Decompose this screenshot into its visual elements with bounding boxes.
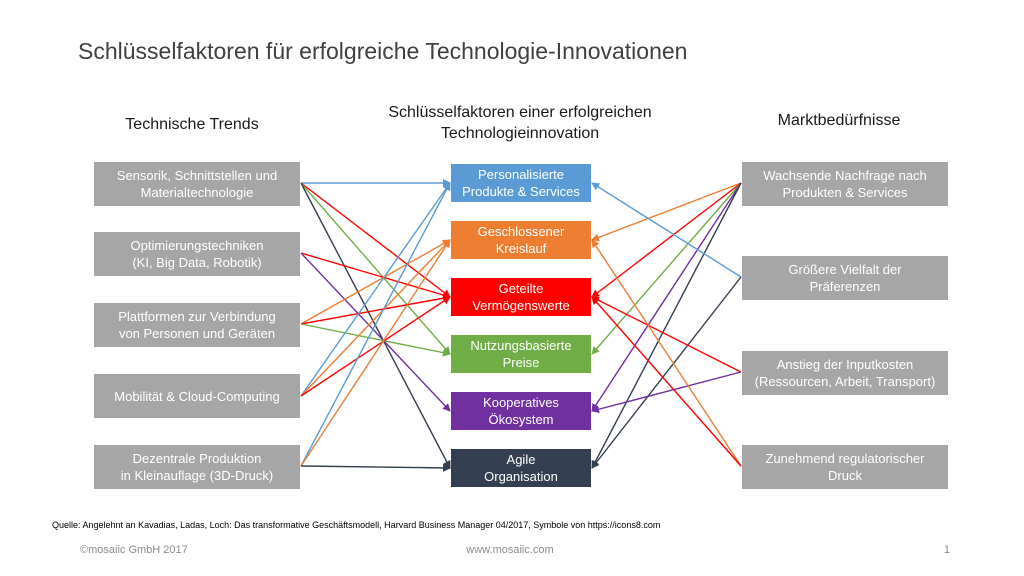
slide-title: Schlüsselfaktoren für erfolgreiche Techn… — [78, 38, 688, 64]
need-box-inputkosten: Anstieg der Inputkosten (Ressourcen, Arb… — [742, 351, 948, 395]
box-line: Anstieg der Inputkosten — [776, 357, 914, 372]
arrow-trend-4-to-factor-5 — [300, 463, 451, 472]
box-line: Materialtechnologie — [140, 185, 254, 200]
arrow-need-2-to-factor-2 — [591, 296, 742, 373]
header-key-factors: Schlüsselfaktoren einer erfolgreichen Te… — [360, 102, 680, 144]
box-line: Organisation — [484, 469, 558, 484]
arrow-need-0-to-factor-3 — [591, 182, 742, 355]
box-line: Produkten & Services — [782, 185, 908, 200]
arrow-need-0-to-factor-5 — [591, 182, 742, 469]
footer-copyright: ©mosaiic GmbH 2017 — [80, 544, 188, 556]
arrow-need-0-to-factor-4 — [591, 182, 742, 412]
arrow-trend-2-to-factor-1 — [300, 239, 451, 325]
box-line: Vermögenswerte — [472, 298, 570, 313]
arrow-trend-0-to-factor-3 — [300, 182, 451, 355]
box-line: Produkte & Services — [462, 184, 580, 199]
header-key-factors-line: Technologieinnovation — [440, 125, 600, 142]
arrow-trend-1-to-factor-2 — [300, 252, 451, 299]
box-line: Mobilität & Cloud-Computing — [114, 388, 280, 404]
trend-box-sensorik: Sensorik, Schnittstellen und Materialtec… — [94, 162, 300, 206]
box-line: Zunehmend regulatorischer — [765, 451, 925, 466]
arrow-trend-2-to-factor-2 — [300, 294, 451, 325]
need-box-groessere-vielfalt: Größere Vielfalt der Präferenzen — [742, 256, 948, 300]
factor-box-geschlossener-kreislauf: Geschlossener Kreislauf — [451, 221, 591, 259]
box-line: Ökosystem — [488, 412, 554, 427]
box-line: Kooperatives — [483, 395, 559, 410]
arrow-trend-0-to-factor-2 — [300, 182, 451, 298]
box-line: Größere Vielfalt der — [788, 262, 902, 277]
need-box-regulatorischer-druck: Zunehmend regulatorischer Druck — [742, 445, 948, 489]
box-line: Kreislauf — [495, 241, 547, 256]
box-line: Agile — [506, 452, 536, 467]
factor-box-agile-organisation: Agile Organisation — [451, 449, 591, 487]
footer-page-number: 1 — [943, 544, 950, 556]
factor-box-kooperatives-oekosystem: Kooperatives Ökosystem — [451, 392, 591, 430]
box-line: (Ressourcen, Arbeit, Transport) — [754, 374, 936, 389]
box-line: (KI, Big Data, Robotik) — [132, 255, 262, 270]
arrow-need-1-to-factor-0 — [591, 182, 742, 278]
arrow-need-0-to-factor-2 — [591, 182, 742, 298]
box-line: Dezentrale Produktion — [132, 451, 262, 466]
need-box-wachsende-nachfrage: Wachsende Nachfrage nach Produkten & Ser… — [742, 162, 948, 206]
factor-box-personalisierte-produkte: Personalisierte Produkte & Services — [451, 164, 591, 202]
trend-box-plattformen: Plattformen zur Verbindung von Personen … — [94, 303, 300, 347]
box-line: Nutzungsbasierte — [470, 338, 572, 353]
arrow-trend-4-to-factor-1 — [300, 239, 451, 467]
box-line: Optimierungstechniken — [130, 238, 264, 253]
box-line: Druck — [828, 468, 862, 483]
header-technical-trends: Technische Trends — [125, 116, 259, 133]
arrow-need-3-to-factor-2 — [591, 296, 742, 467]
box-line: Wachsende Nachfrage nach — [763, 168, 927, 183]
arrow-need-3-to-factor-1 — [591, 239, 742, 467]
footer-website: www.mosaiic.com — [466, 544, 554, 556]
arrow-trend-2-to-factor-3 — [300, 323, 451, 357]
arrow-trend-3-to-factor-0 — [300, 182, 451, 397]
box-line: Preise — [502, 355, 540, 370]
box-line: Präferenzen — [809, 279, 881, 294]
trend-box-mobilitaet: Mobilität & Cloud-Computing — [94, 374, 300, 418]
header-key-factors-line: Schlüsselfaktoren einer erfolgreichen — [388, 104, 652, 121]
box-line: Geteilte — [498, 281, 544, 296]
factor-box-nutzungsbasierte-preise: Nutzungsbasierte Preise — [451, 335, 591, 373]
arrow-trend-3-to-factor-2 — [300, 296, 451, 397]
box-line: Plattformen zur Verbindung — [118, 309, 276, 324]
arrow-trend-4-to-factor-0 — [300, 182, 451, 467]
header-market-needs: Marktbedürfnisse — [777, 112, 901, 129]
arrow-need-0-to-factor-1 — [591, 182, 742, 242]
source-note: Quelle: Angelehnt an Kavadias, Ladas, Lo… — [52, 520, 661, 530]
box-line: in Kleinauflage (3D-Druck) — [120, 468, 274, 483]
box-line: Geschlossener — [477, 224, 565, 239]
arrow-trend-3-to-factor-1 — [300, 239, 451, 397]
box-line: Sensorik, Schnittstellen und — [116, 168, 278, 183]
trend-box-dezentrale-produktion: Dezentrale Produktion in Kleinauflage (3… — [94, 445, 300, 489]
box-line: Personalisierte — [478, 167, 564, 182]
arrow-need-2-to-factor-4 — [591, 371, 742, 414]
trend-box-optimierung: Optimierungstechniken (KI, Big Data, Rob… — [94, 232, 300, 276]
arrow-trend-1-to-factor-4 — [300, 252, 451, 412]
factor-box-geteilte-vermoegenswerte: Geteilte Vermögenswerte — [451, 278, 591, 316]
arrow-need-1-to-factor-5 — [591, 276, 742, 469]
box-line: von Personen und Geräten — [118, 326, 276, 341]
